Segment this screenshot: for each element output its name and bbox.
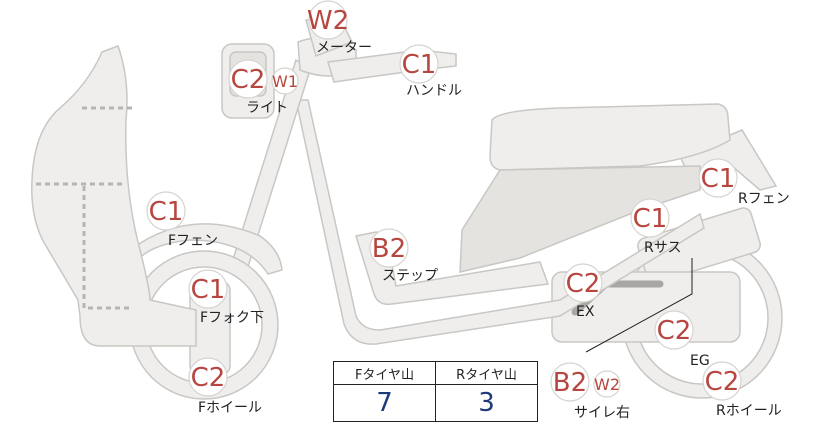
part-label: EG: [690, 353, 710, 369]
callout-circle-secondary: [593, 370, 621, 398]
callout-handle: C1 ハンドル: [399, 44, 462, 99]
under-body: [459, 165, 701, 273]
damage-code: W2: [307, 6, 349, 36]
damage-code: C1: [701, 164, 736, 194]
part-label: EX: [576, 304, 595, 320]
callout-circle: [654, 310, 694, 350]
part-label: Fフォク下: [200, 310, 264, 326]
leader-line-silencer: [585, 258, 693, 353]
damage-code: C2: [657, 316, 692, 346]
front-fender: [129, 223, 283, 275]
callout-circle: [188, 269, 228, 309]
part-label: Fホイール: [198, 400, 262, 416]
damage-code: C1: [149, 197, 184, 227]
part-label: Rフェン: [738, 191, 790, 207]
damage-code: C2: [566, 269, 601, 299]
callout-circle: [369, 228, 409, 268]
callout-circle: [563, 263, 603, 303]
callout-meter: W2 メーター: [307, 0, 372, 56]
rear-tread-value: 3: [435, 384, 538, 422]
seat: [489, 103, 731, 171]
front-tread-value: 7: [333, 384, 436, 422]
damage-code: C2: [705, 367, 740, 397]
part-label: ステップ: [382, 268, 438, 284]
damage-code: C2: [231, 65, 266, 95]
part-label: ハンドル: [406, 83, 462, 99]
rear-tread-header: Rタイヤ山: [435, 361, 538, 385]
part-label: Rサス: [644, 240, 681, 256]
callout-circle-secondary: [271, 67, 299, 95]
damage-code: C2: [191, 363, 226, 393]
damage-code: B2: [553, 368, 587, 398]
callout-circle: [399, 44, 439, 84]
damage-code: B2: [372, 234, 406, 264]
callout-step: B2 ステップ: [369, 228, 438, 284]
callout-circle: [188, 357, 228, 397]
part-label: ライト: [246, 100, 288, 116]
shield-seam: [36, 106, 132, 310]
leg-shield: [31, 45, 197, 347]
callout-circle: [146, 191, 186, 231]
damage-code: C1: [191, 275, 226, 305]
callout-circle: [630, 198, 670, 238]
tire-tread-table: Fタイヤ山 Rタイヤ山 7 3: [333, 361, 538, 422]
damage-code: C1: [633, 204, 668, 234]
callout-circle: [550, 362, 590, 402]
callout-circle: [228, 59, 268, 99]
part-label: サイレ右: [574, 405, 630, 421]
callout-circle: [308, 0, 348, 40]
callout-silencer-right: B2 W2 サイレ右: [550, 362, 630, 421]
callout-light: C2 W1 ライト: [228, 59, 299, 116]
damage-code-secondary: W1: [272, 72, 298, 91]
part-label: Fフェン: [168, 233, 218, 249]
damage-code-secondary: W2: [594, 375, 620, 394]
part-label: Rホイール: [716, 403, 782, 419]
damage-code: C1: [402, 50, 437, 80]
part-label: メーター: [316, 40, 372, 56]
front-tread-header: Fタイヤ山: [333, 361, 436, 385]
callout-circle: [698, 158, 738, 198]
callout-circle: [702, 361, 742, 401]
